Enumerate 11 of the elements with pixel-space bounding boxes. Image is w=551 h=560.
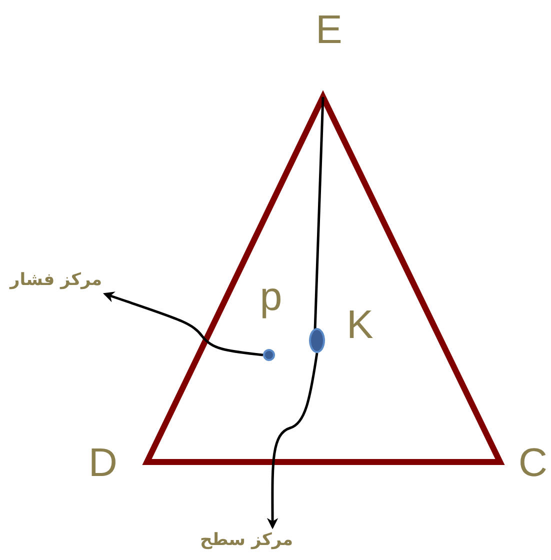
annotation-text: مرکز سطح xyxy=(200,529,294,551)
vertex-label: D xyxy=(88,443,118,483)
vertex-label: K xyxy=(346,305,374,345)
point-dot xyxy=(263,349,275,361)
arrow xyxy=(102,292,264,356)
arrow xyxy=(266,352,318,530)
vertex-label: E xyxy=(316,10,342,50)
vertex-label: p xyxy=(260,277,282,317)
vertex-label: C xyxy=(518,443,548,483)
annotation-text: مرکز فشار xyxy=(10,269,102,291)
point-dot xyxy=(309,328,325,353)
